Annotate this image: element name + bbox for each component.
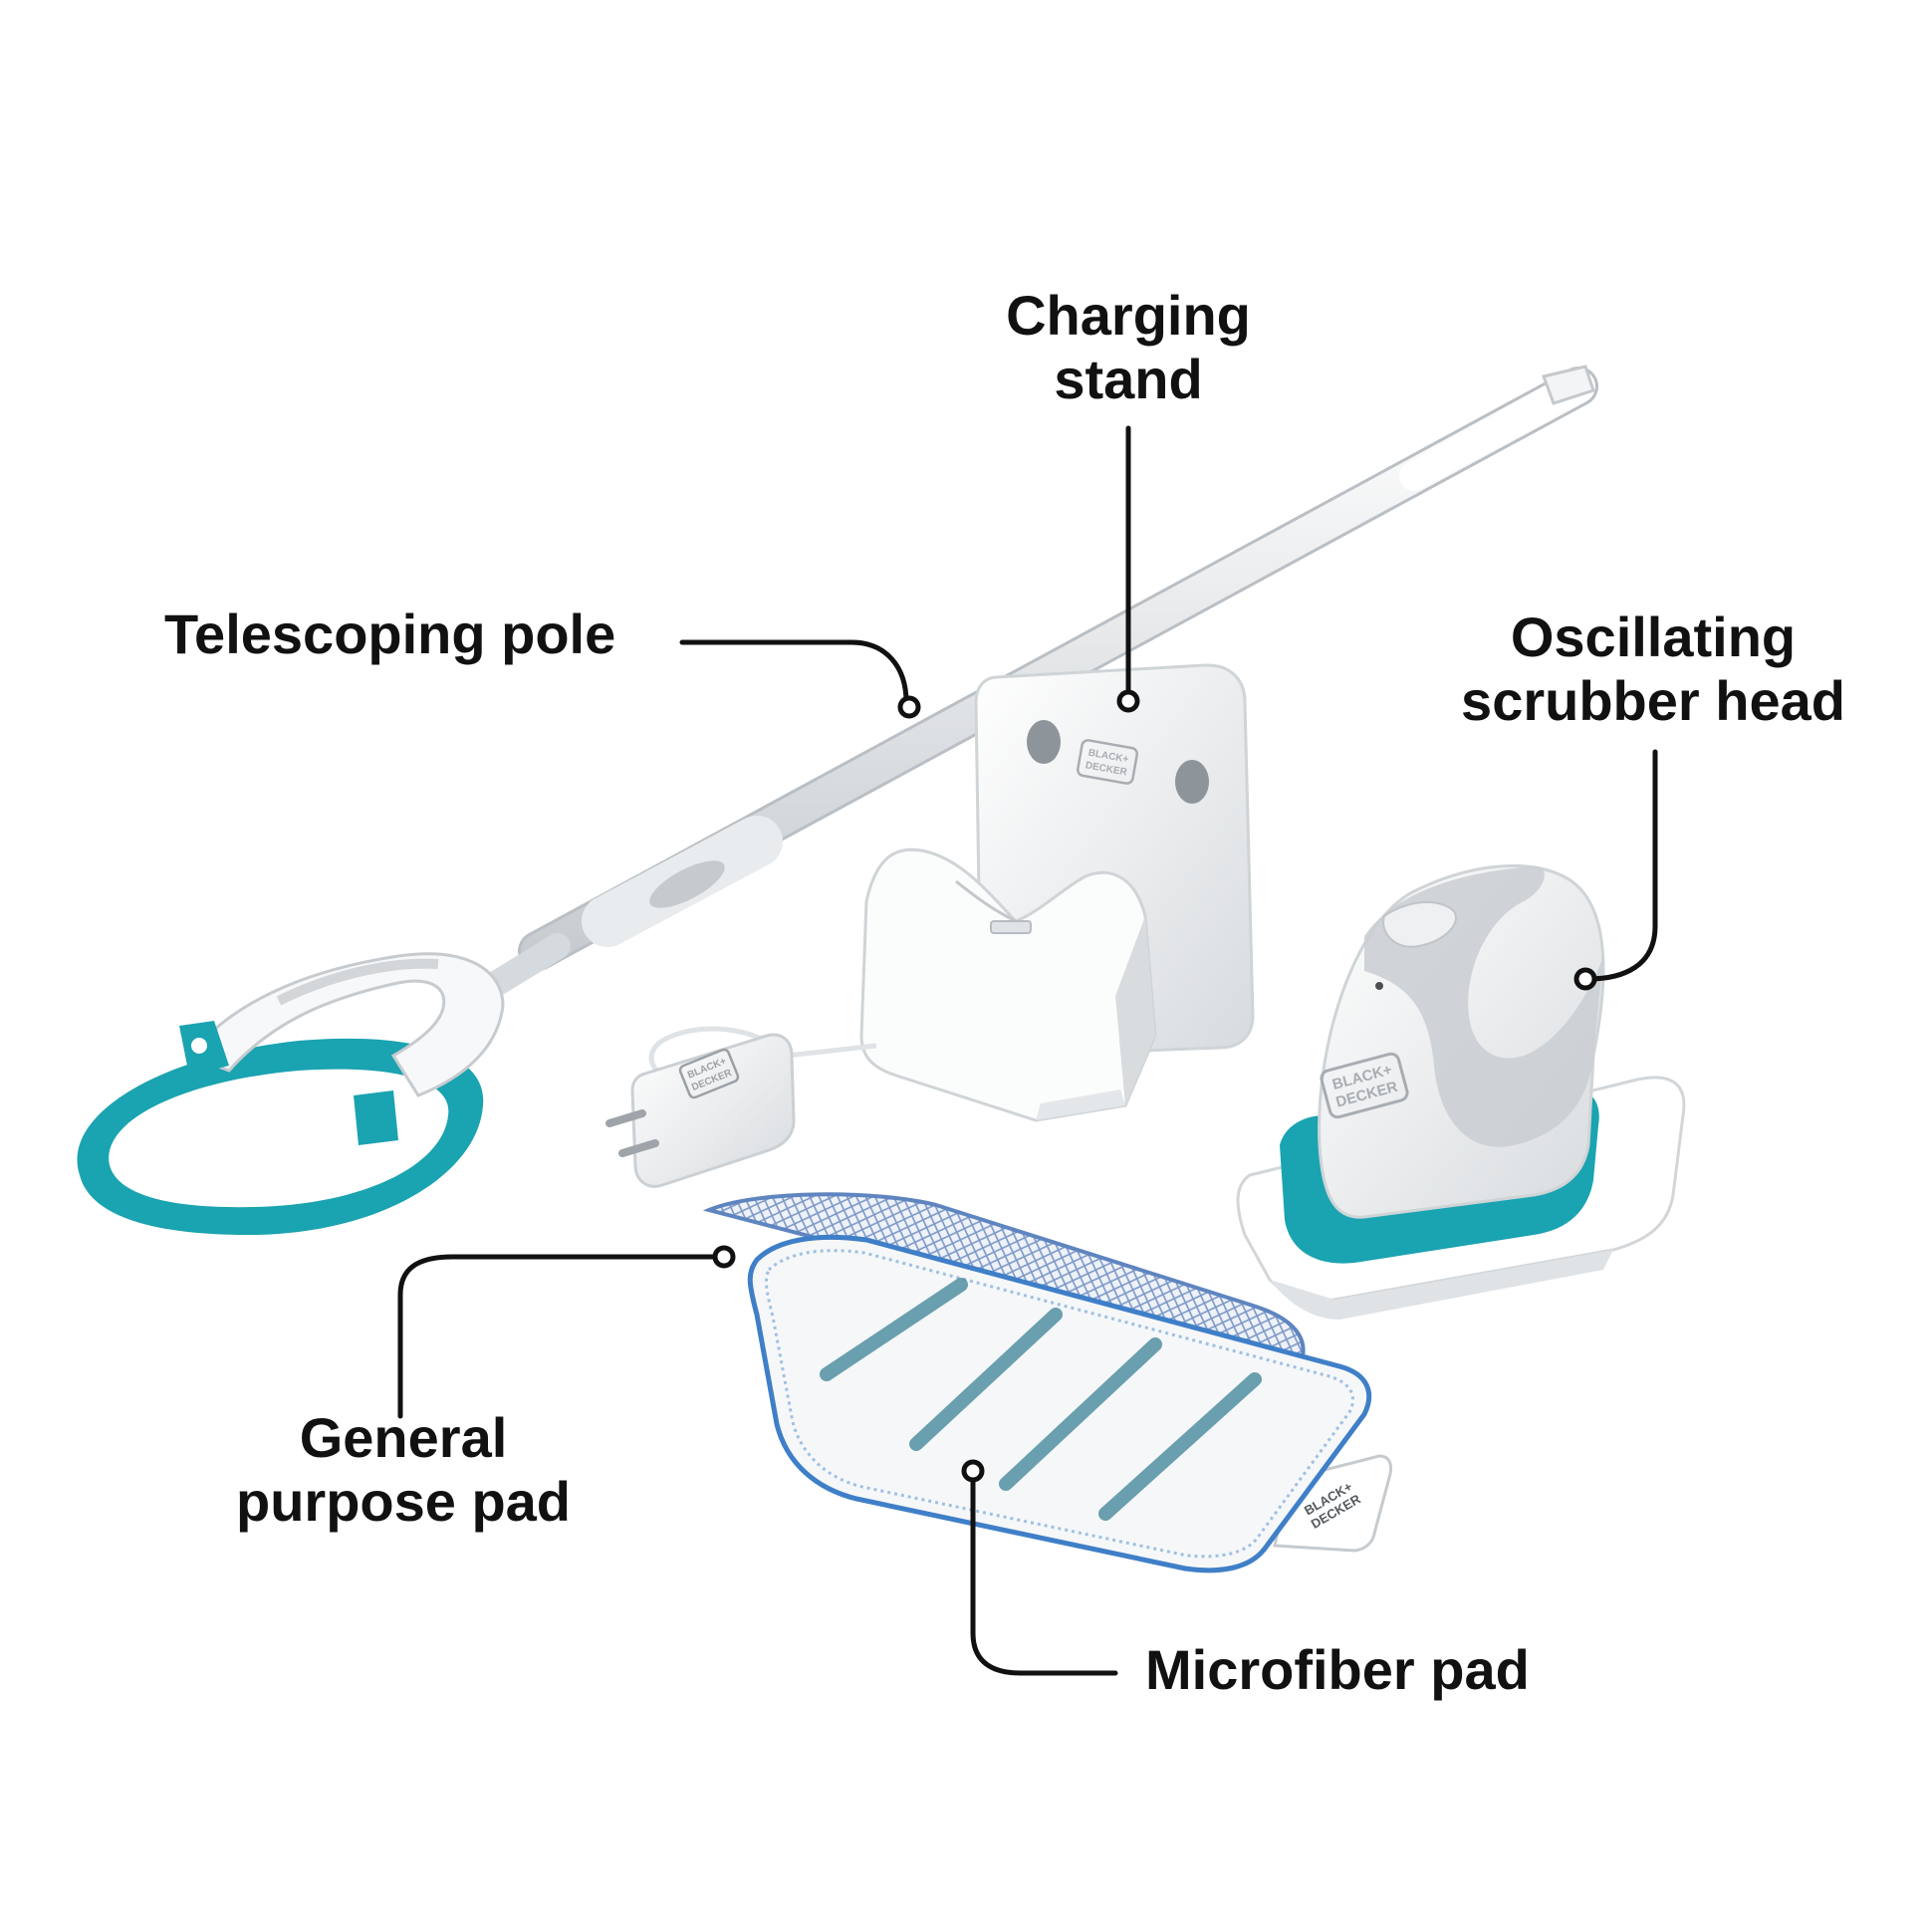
label-telescoping-pole: Telescoping pole bbox=[164, 603, 662, 666]
marker-dot-microfiber-pad bbox=[961, 1459, 985, 1483]
telescoping-pole bbox=[455, 364, 1598, 1014]
label-charging-stand: Charging stand bbox=[979, 284, 1278, 411]
marker-dot-charging-stand bbox=[1116, 689, 1140, 713]
label-microfiber-pad: Microfiber pad bbox=[1145, 1638, 1583, 1702]
leader-line-oscillating-head bbox=[1585, 749, 1658, 982]
oscillating-scrubber-head: BLACK+ DECKER bbox=[1236, 863, 1686, 1320]
label-general-pad-line2: purpose pad bbox=[235, 1470, 572, 1533]
label-oscillating-head-line2: scrubber head bbox=[1461, 669, 1845, 732]
leader-line-general-pad bbox=[397, 1254, 727, 1419]
charging-stand: BLACK+ DECKER bbox=[859, 663, 1255, 1122]
label-oscillating-head-line1: Oscillating bbox=[1510, 605, 1797, 668]
label-oscillating-head: Oscillating scrubber head bbox=[1434, 605, 1872, 733]
marker-dot-oscillating-head bbox=[1573, 967, 1597, 991]
label-charging-stand-line1: Charging bbox=[1006, 284, 1251, 347]
charger-adapter: BLACK+ DECKER bbox=[605, 1026, 877, 1188]
label-microfiber-pad-line1: Microfiber pad bbox=[1145, 1638, 1530, 1701]
microfiber-pad: BLACK+ DECKER bbox=[747, 1234, 1393, 1573]
label-charging-stand-line2: stand bbox=[1054, 348, 1203, 410]
mop-head bbox=[77, 952, 505, 1235]
label-telescoping-pole-line1: Telescoping pole bbox=[164, 603, 616, 665]
leader-line-telescoping-pole bbox=[679, 639, 909, 705]
label-general-pad-line1: General bbox=[299, 1406, 508, 1469]
label-general-pad: General purpose pad bbox=[214, 1406, 593, 1534]
marker-dot-telescoping-pole bbox=[897, 695, 921, 719]
marker-dot-general-pad bbox=[712, 1245, 736, 1269]
leader-line-microfiber-pad bbox=[970, 1468, 1118, 1676]
